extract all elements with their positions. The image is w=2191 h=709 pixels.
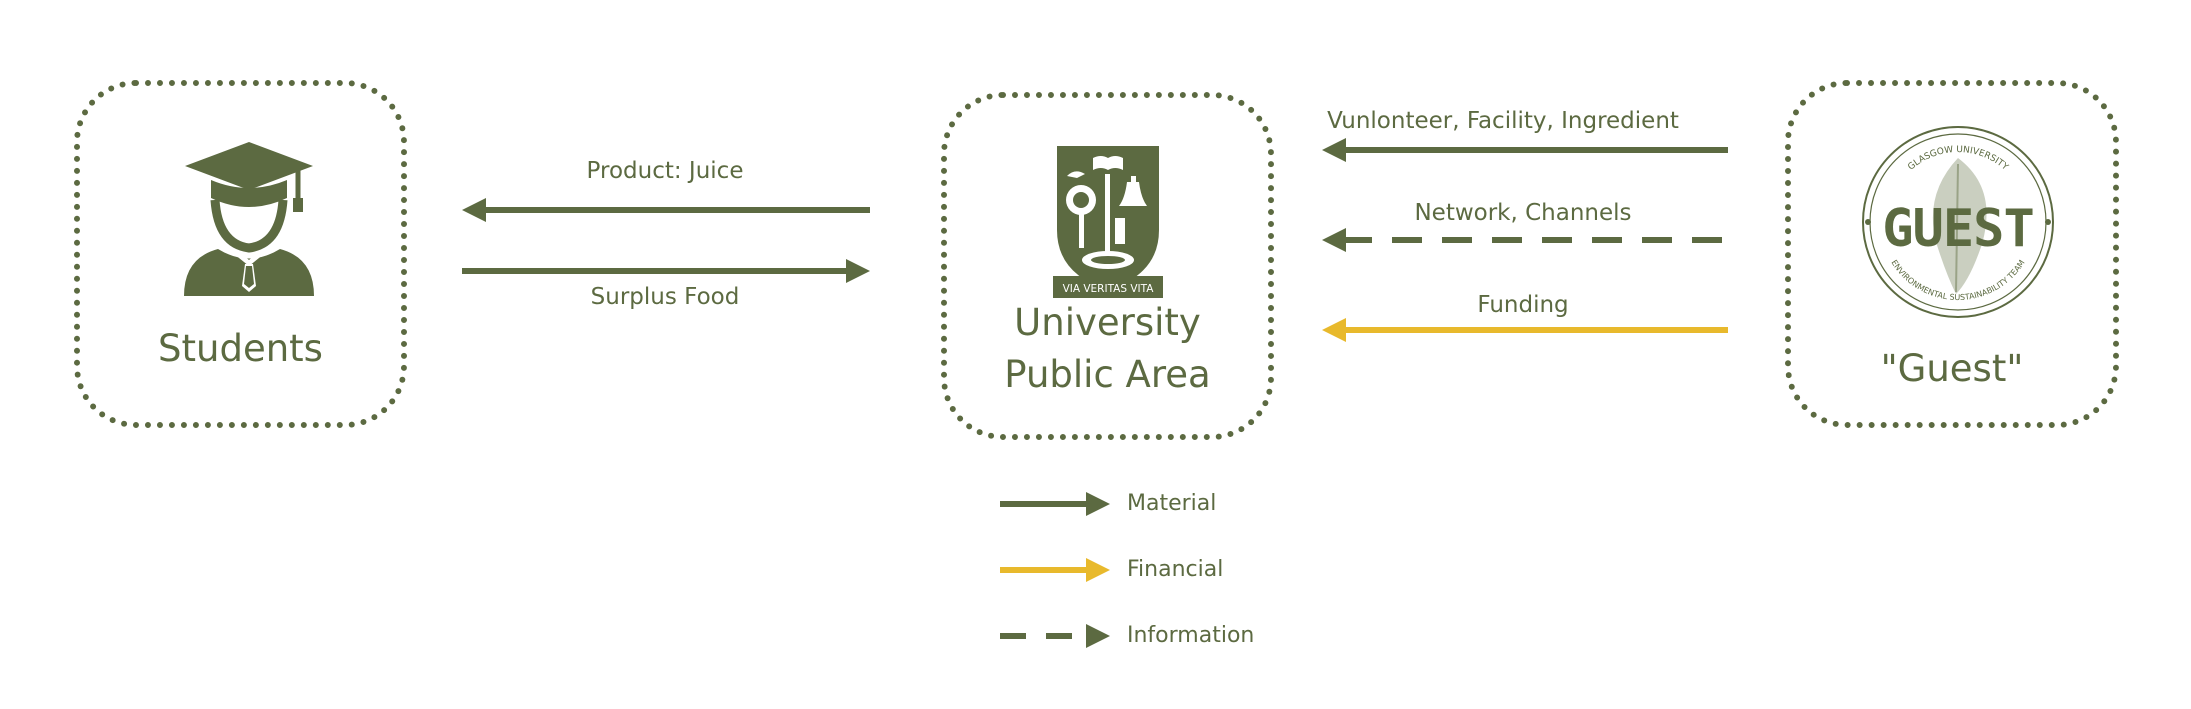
flow-label-network: Network, Channels bbox=[1414, 200, 1632, 226]
guest-label: "Guest" bbox=[1880, 347, 2024, 390]
legend-financial-swatch bbox=[1000, 558, 1110, 582]
guest-logo-icon: GUEST GLASGOW UNIVERSITY ENVIRONMENTAL S… bbox=[1862, 126, 2054, 318]
flow-label-funding: Funding bbox=[1477, 292, 1569, 318]
students-label: Students bbox=[158, 327, 323, 370]
juice-arrow bbox=[462, 198, 870, 222]
students-node: Students bbox=[74, 80, 407, 428]
flow-label-juice: Product: Juice bbox=[586, 158, 744, 184]
university-node: VIA VERITAS VITA University Public Area bbox=[941, 92, 1274, 440]
legend-information-swatch bbox=[1000, 624, 1110, 648]
crest-motto: VIA VERITAS VITA bbox=[1063, 283, 1155, 295]
university-crest-icon: VIA VERITAS VITA bbox=[1053, 146, 1163, 298]
flow-label-surplus: Surplus Food bbox=[590, 284, 740, 310]
volunteer-arrow bbox=[1322, 138, 1728, 162]
university-label-line2: Public Area bbox=[1004, 353, 1211, 396]
guest-logo-text: GUEST bbox=[1882, 199, 2034, 259]
legend-material-swatch bbox=[1000, 492, 1110, 516]
legend-label-material: Material bbox=[1127, 491, 1217, 516]
graduate-student-icon bbox=[184, 142, 314, 296]
funding-arrow bbox=[1322, 318, 1728, 342]
legend-label-financial: Financial bbox=[1127, 557, 1224, 582]
guest-node: GUEST GLASGOW UNIVERSITY ENVIRONMENTAL S… bbox=[1785, 80, 2119, 428]
flow-label-volunteer: Vunlonteer, Facility, Ingredient bbox=[1327, 108, 1679, 134]
university-label-line1: University bbox=[1014, 301, 1201, 344]
surplus-arrow bbox=[462, 259, 870, 283]
network-arrow bbox=[1322, 228, 1722, 252]
legend-label-information: Information bbox=[1127, 623, 1255, 648]
